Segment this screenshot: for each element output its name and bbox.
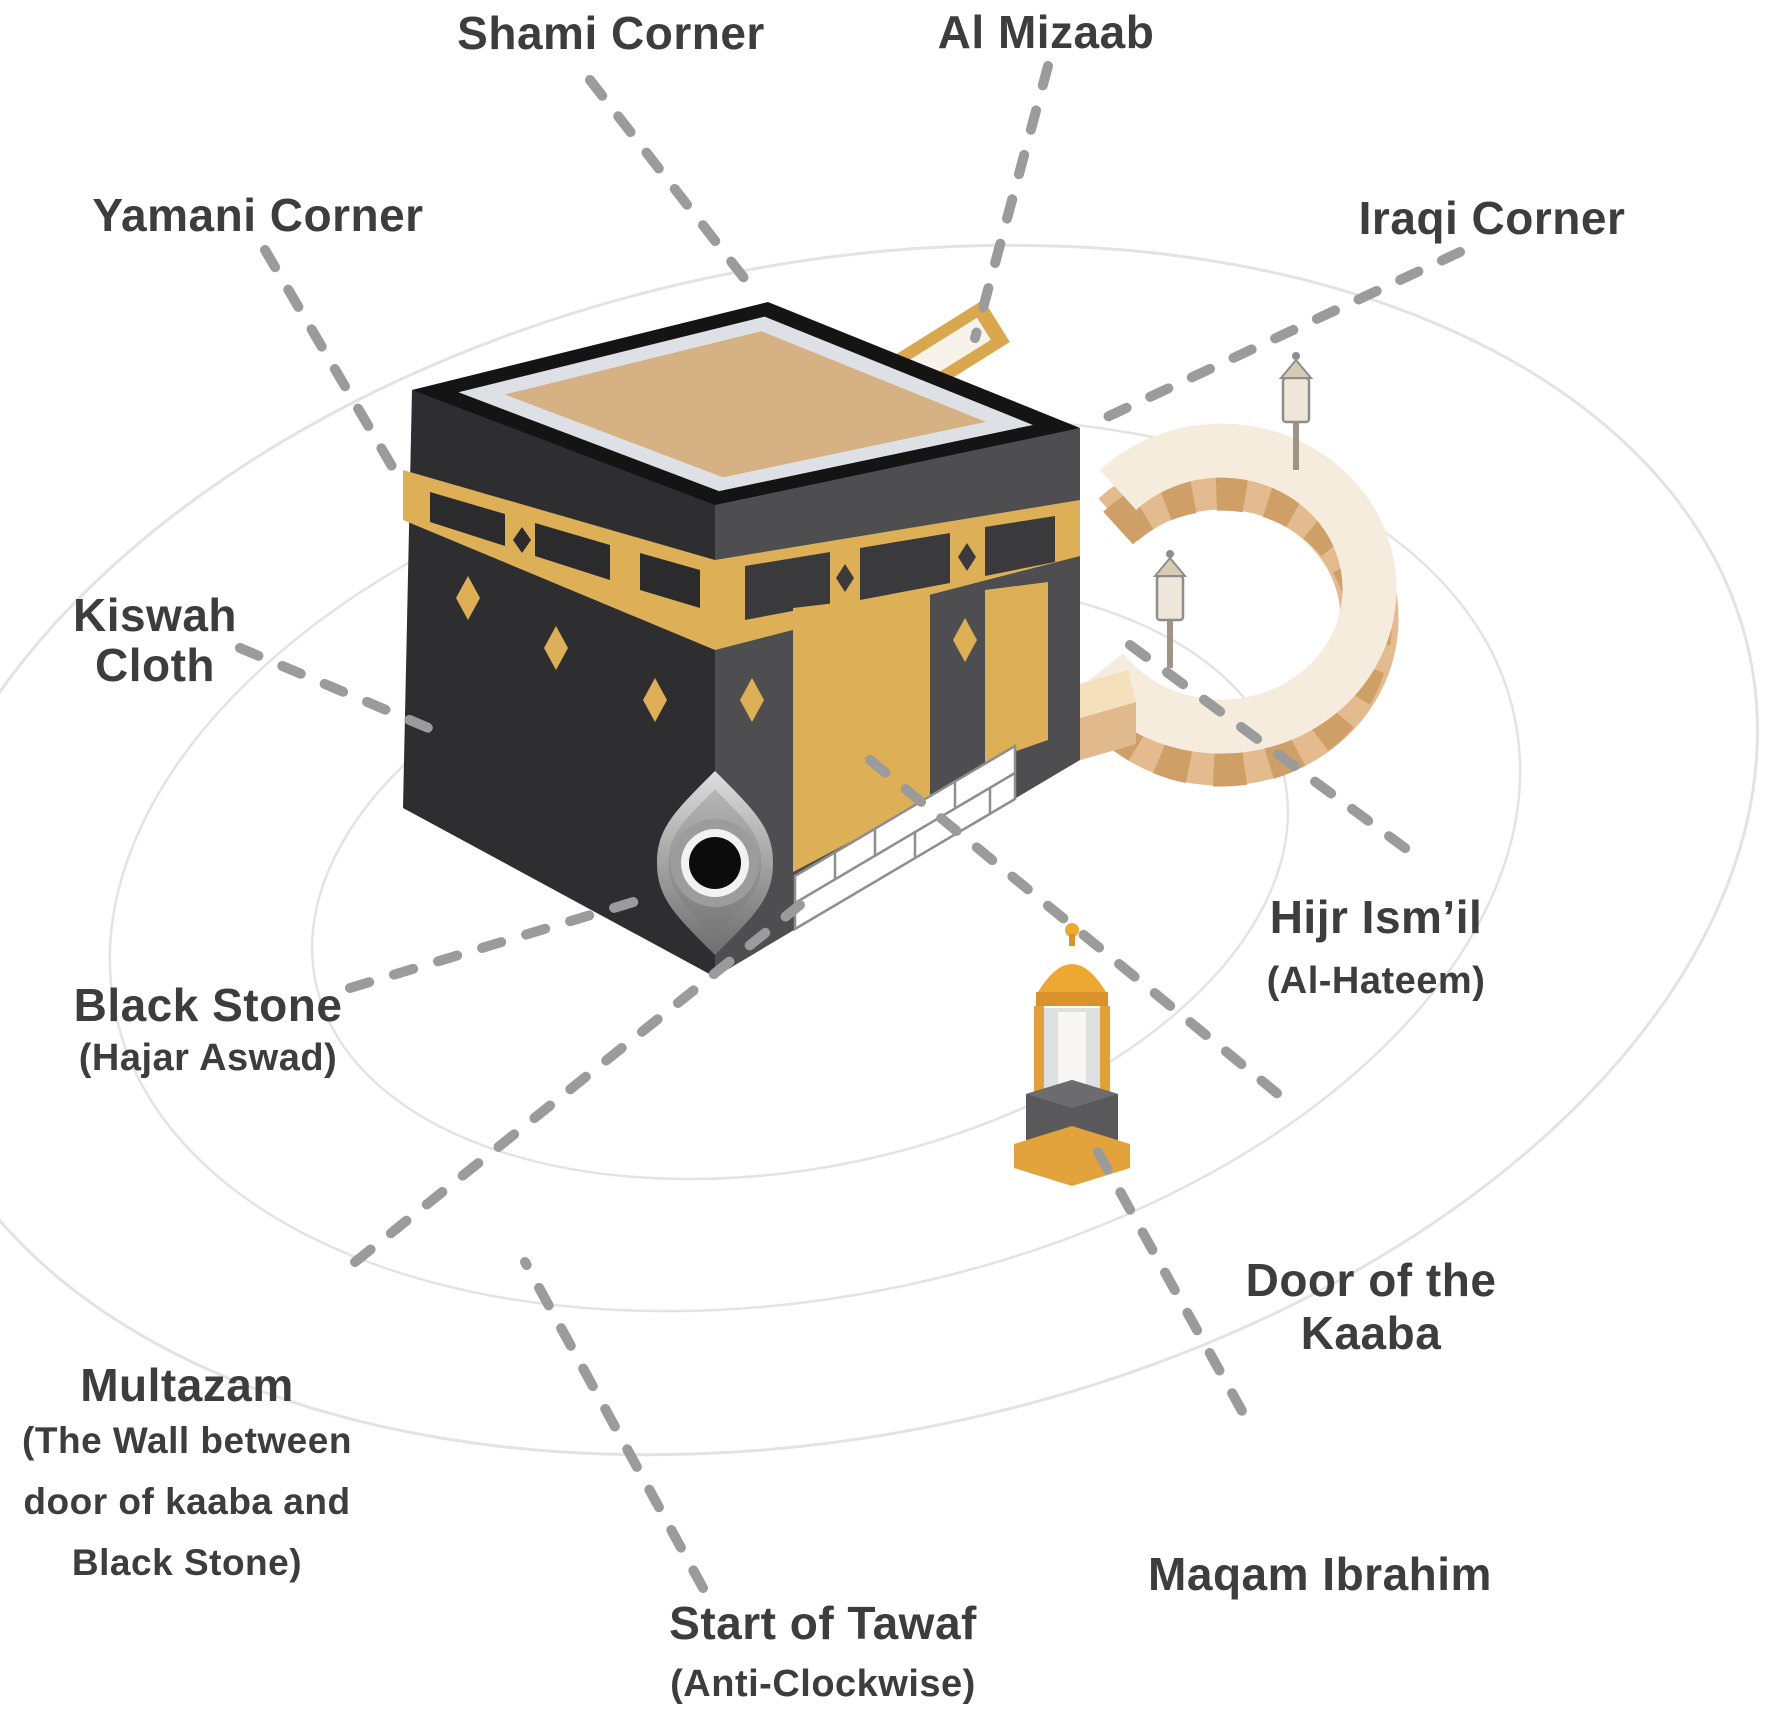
label-subtitle: (The Wall between <box>22 1420 352 1461</box>
kiswah-band-left <box>403 470 715 722</box>
label-door-of-kaaba: Door of the Kaaba <box>1246 1254 1497 1360</box>
leader-maqam-ibrahim <box>1093 1147 1252 1425</box>
maqam-dome <box>1038 964 1106 992</box>
label-yamani-corner: Yamani Corner <box>92 190 423 240</box>
kiswah-gold-diamond <box>544 626 568 670</box>
label-text: Iraqi Corner <box>1358 192 1626 244</box>
label-multazam: Multazam (The Wall between door of kaaba… <box>22 1360 352 1593</box>
label-kiswah-cloth: Kiswah Cloth <box>73 590 237 690</box>
kaaba-structure-icon <box>403 302 1080 977</box>
leader-start-of-tawaf <box>520 1257 708 1593</box>
roof-top-surface <box>504 331 986 478</box>
label-text: Kaaba <box>1300 1307 1442 1359</box>
hijr-ismail-wall-icon <box>1052 352 1399 787</box>
label-subtitle: door of kaaba and <box>23 1481 351 1522</box>
label-title: Multazam <box>80 1359 294 1411</box>
label-subtitle: (Anti-Clockwise) <box>670 1663 976 1705</box>
kiswah-small-diamond <box>958 543 976 571</box>
kiswah-small-diamond <box>513 527 531 553</box>
leader-shami-corner <box>585 75 763 301</box>
label-text: Kiswah <box>72 589 238 641</box>
leader-yamani-corner <box>260 245 405 485</box>
kiswah-cartouche <box>985 516 1055 576</box>
kiswah-gold-diamond <box>953 618 977 662</box>
leader-multazam <box>350 900 805 1267</box>
label-text: Door of the <box>1245 1254 1497 1306</box>
leader-hijr-ismail <box>1125 640 1429 867</box>
kaaba-roof <box>412 302 1080 505</box>
label-subtitle: (Al-Hateem) <box>1266 960 1486 1002</box>
black-stone-center <box>689 837 741 889</box>
kiswah-gold-diamond <box>456 576 480 620</box>
label-title: Black Stone <box>73 979 343 1031</box>
kiswah-cartouche <box>535 523 610 580</box>
label-start-of-tawaf: Start of Tawaf (Anti-Clockwise) <box>669 1598 977 1716</box>
maqam-ibrahim-icon <box>1014 923 1130 1186</box>
hijr-lamp-post-icon <box>1278 352 1314 470</box>
label-text: Maqam Ibrahim <box>1148 1548 1492 1600</box>
leader-black-stone <box>345 895 645 993</box>
black-stone-icon <box>657 771 773 955</box>
label-shami-corner: Shami Corner <box>457 8 765 58</box>
label-black-stone: Black Stone (Hajar Aswad) <box>74 980 343 1086</box>
label-subtitle: (Hajar Aswad) <box>78 1037 338 1079</box>
label-title: Start of Tawaf <box>669 1597 977 1649</box>
kiswah-gold-diamond <box>740 678 764 722</box>
kiswah-door-side-panel <box>985 582 1048 762</box>
leader-kiswah-cloth <box>235 643 450 740</box>
label-al-mizaab: Al Mizaab <box>938 7 1155 57</box>
kiswah-cartouche <box>860 533 950 600</box>
leader-lines <box>235 61 1465 1593</box>
label-text: Yamani Corner <box>92 189 424 241</box>
label-title: Hijr Ism’il <box>1269 891 1483 943</box>
hijr-wall-top <box>1080 423 1397 754</box>
leader-al-mizaab <box>970 61 1053 343</box>
label-text: Cloth <box>94 639 216 691</box>
maqam-plinth <box>1014 1126 1130 1186</box>
label-iraqi-corner: Iraqi Corner <box>1359 193 1626 243</box>
kaaba-door <box>793 592 930 872</box>
kiswah-gold-diamond <box>643 678 667 722</box>
hijr-lamp-post-icon <box>1152 550 1188 668</box>
leader-iraqi-corner <box>1087 247 1465 429</box>
label-subtitle: Black Stone) <box>71 1542 303 1583</box>
label-hijr-ismail: Hijr Ism’il (Al-Hateem) <box>1267 892 1486 1020</box>
label-maqam-ibrahim: Maqam Ibrahim <box>1148 1549 1492 1599</box>
kiswah-cartouche <box>745 552 830 620</box>
label-text: Shami Corner <box>457 7 765 59</box>
kiswah-small-diamond <box>836 564 854 592</box>
leader-door-of-kaaba <box>865 755 1300 1113</box>
kiswah-cartouche <box>640 553 700 608</box>
tawaf-ring-outer <box>0 243 1759 1457</box>
kiswah-cartouche <box>430 492 505 546</box>
label-text: Al Mizaab <box>937 6 1155 58</box>
